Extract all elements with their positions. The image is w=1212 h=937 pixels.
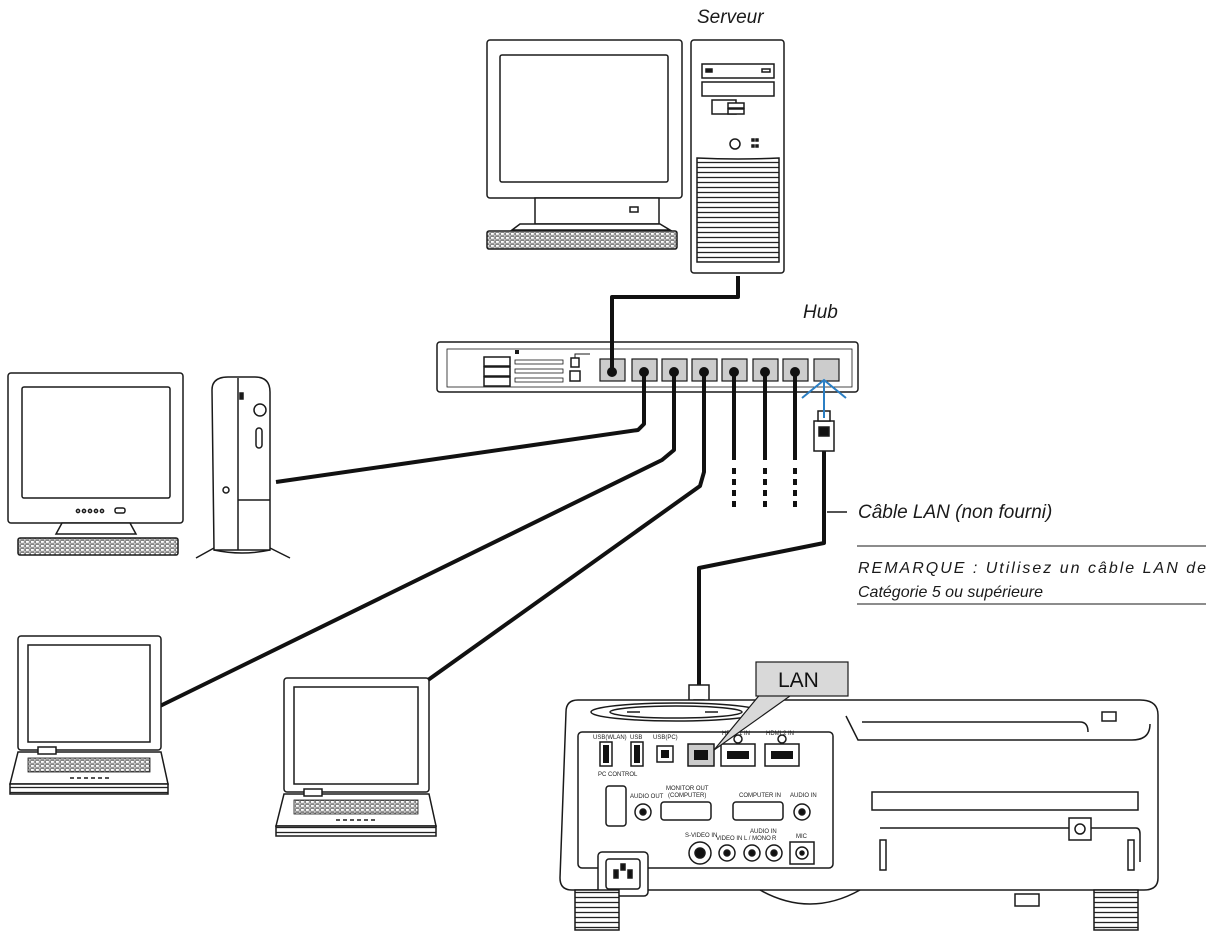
label-audio-in: AUDIO IN [790, 793, 817, 799]
projector-foot-right [1093, 889, 1139, 931]
label-usb: USB [630, 735, 642, 741]
computer-in-port [732, 801, 784, 821]
server-tower-icon [690, 39, 785, 274]
server-monitor-icon [486, 39, 683, 250]
cable-hub-laptop2 [426, 372, 706, 682]
note-line-2: Catégorie 5 ou supérieure [858, 584, 1043, 601]
lan-callout: LAN [713, 661, 849, 751]
label-usb-pc: USB(PC) [653, 735, 678, 741]
client-laptop-2 [275, 677, 437, 837]
projector [559, 699, 1159, 931]
label-monitor-out-sub: (COMPUTER) [668, 793, 706, 799]
monitor-out-port [660, 801, 712, 821]
note-line-1: REMARQUE : Utilisez un câble LAN de [858, 560, 1206, 577]
hub-device [436, 341, 859, 393]
label-video-in: VIDEO IN [716, 836, 742, 842]
cable-server-hub [610, 276, 740, 370]
server-label: Serveur [697, 7, 764, 28]
arrow-up-icon [801, 378, 847, 418]
label-audio-in-2: AUDIO IN [750, 829, 777, 835]
lan-cable-label: Câble LAN (non fourni) [858, 502, 1052, 523]
hub-label: Hub [803, 302, 838, 323]
projector-foot-left [574, 889, 620, 931]
cable-hub-desktop [275, 372, 646, 484]
client-laptop-1 [9, 635, 169, 795]
lan-callout-label: LAN [778, 669, 819, 692]
label-audio-out: AUDIO OUT [630, 794, 664, 800]
desktop-tower-icon [195, 376, 291, 559]
cables [159, 276, 826, 708]
cable-hub-unused [732, 372, 797, 508]
cable-hub-laptop1 [159, 372, 676, 708]
label-usb-wlan: USB(WLAN) [593, 735, 627, 741]
label-s-video: S-VIDEO IN [685, 833, 717, 839]
hub-ports [599, 358, 840, 382]
desktop-monitor-icon [7, 372, 184, 556]
pc-control-port [605, 785, 627, 827]
label-mic: MIC [796, 834, 808, 840]
client-desktop [7, 372, 291, 559]
server-computer [486, 39, 785, 274]
label-r: R [772, 836, 777, 842]
hub-port-8 [813, 358, 840, 382]
label-computer-in: COMPUTER IN [739, 793, 781, 799]
cable-lan-projector [697, 446, 826, 685]
label-hdmi2: HDMI 2 IN [766, 731, 794, 737]
label-l-mono: L / MONO [744, 836, 771, 842]
label-monitor-out: MONITOR OUT [666, 786, 709, 792]
label-pc-control: PC CONTROL [598, 772, 638, 778]
